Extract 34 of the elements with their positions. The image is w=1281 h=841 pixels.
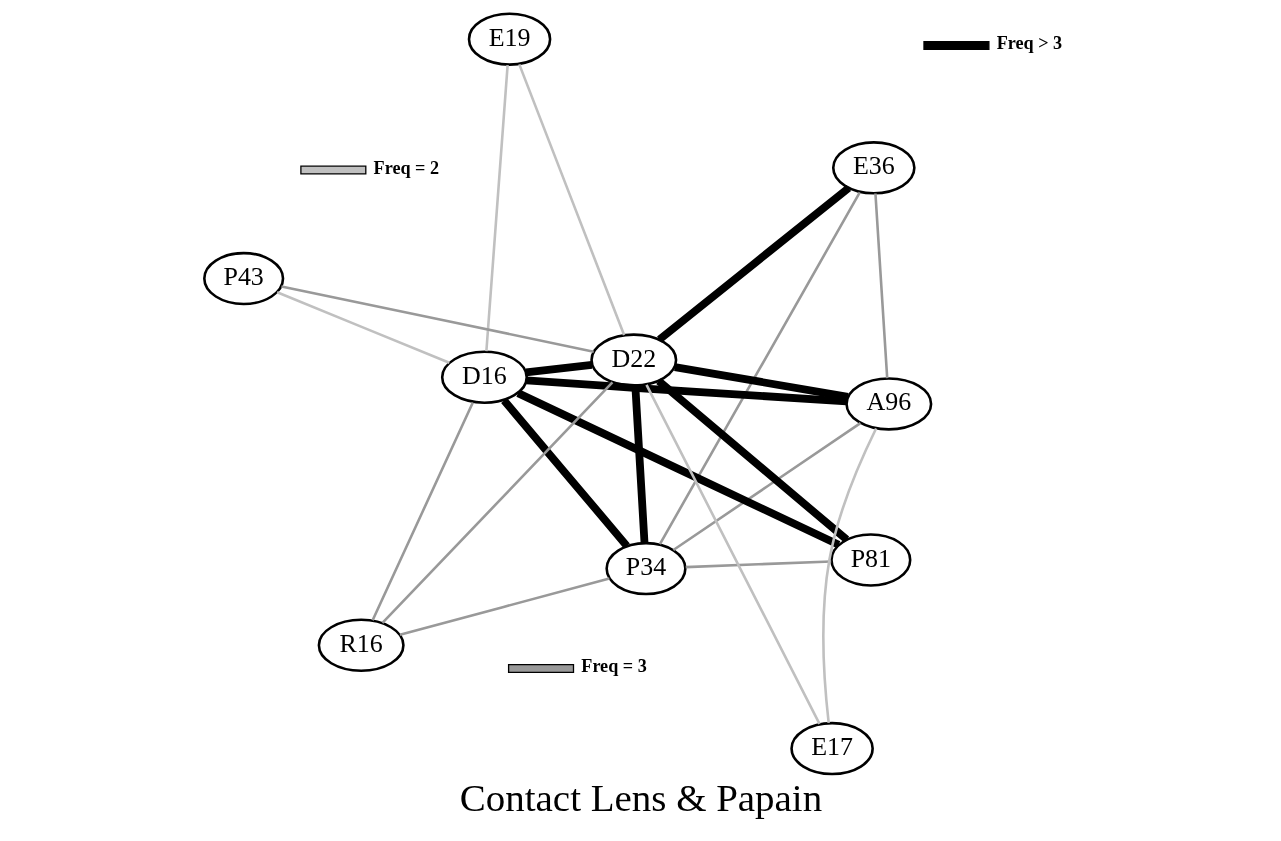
connector bbox=[655, 378, 849, 543]
connector bbox=[525, 361, 592, 377]
node-ellipse: R16 bbox=[317, 618, 405, 672]
connector bbox=[276, 291, 450, 365]
connector bbox=[644, 384, 821, 725]
connector bbox=[658, 191, 861, 545]
legend-label: Freq > 3 bbox=[996, 32, 1062, 53]
connector bbox=[873, 193, 888, 379]
connector bbox=[370, 401, 474, 621]
connector bbox=[517, 63, 625, 336]
node-ellipse: A96 bbox=[844, 377, 932, 431]
connector bbox=[685, 560, 831, 569]
legend-label: Freq = 3 bbox=[580, 656, 647, 677]
node-ellipse: E17 bbox=[789, 721, 874, 776]
node-ellipse: P81 bbox=[829, 533, 911, 587]
node-ellipse: E36 bbox=[831, 141, 916, 195]
connector bbox=[399, 577, 610, 637]
connector bbox=[515, 389, 840, 549]
diagram-title: Contact Lens & Papain bbox=[459, 775, 822, 819]
connector bbox=[484, 65, 509, 352]
node-ellipse: D22 bbox=[589, 333, 677, 387]
connector bbox=[500, 398, 630, 549]
legend-label: Freq = 2 bbox=[373, 157, 439, 178]
connector bbox=[672, 422, 861, 552]
connector bbox=[656, 184, 851, 343]
node-ellipse: E19 bbox=[467, 12, 551, 66]
connector bbox=[381, 381, 613, 624]
connector bbox=[673, 363, 849, 401]
connector bbox=[525, 376, 847, 406]
node-ellipse: D16 bbox=[440, 350, 528, 404]
connector bbox=[821, 427, 877, 723]
node-ellipse: P43 bbox=[202, 251, 284, 306]
node-ellipse: P34 bbox=[604, 541, 687, 596]
connector bbox=[280, 285, 594, 353]
